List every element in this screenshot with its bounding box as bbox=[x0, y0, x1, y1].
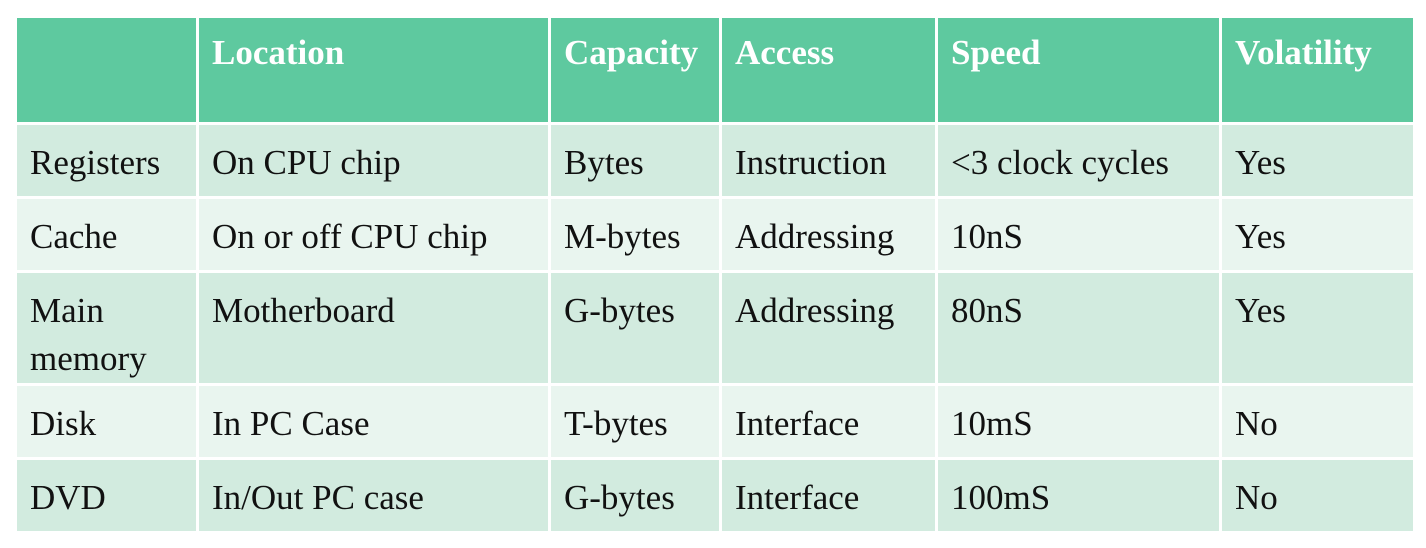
access-cell: Interface bbox=[719, 383, 938, 460]
access-cell: Interface bbox=[719, 457, 938, 534]
table-row: Registers On CPU chip Bytes Instruction … bbox=[14, 122, 1416, 199]
capacity-cell: G-bytes bbox=[548, 457, 722, 534]
speed-cell: <3 clock cycles bbox=[935, 122, 1222, 199]
header-cell-access: Access bbox=[719, 15, 938, 125]
capacity-cell: Bytes bbox=[548, 122, 722, 199]
header-cell-speed: Speed bbox=[935, 15, 1222, 125]
location-cell: In/Out PC case bbox=[196, 457, 551, 534]
volatility-cell: No bbox=[1219, 383, 1416, 460]
speed-cell: 10mS bbox=[935, 383, 1222, 460]
volatility-cell: No bbox=[1219, 457, 1416, 534]
memory-hierarchy-table: Location Capacity Access Speed Volatilit… bbox=[14, 15, 1416, 534]
header-cell-capacity: Capacity bbox=[548, 15, 722, 125]
table-row: Disk In PC Case T-bytes Interface 10mS N… bbox=[14, 383, 1416, 460]
header-cell-location: Location bbox=[196, 15, 551, 125]
table-row: Main memory Motherboard G-bytes Addressi… bbox=[14, 270, 1416, 386]
capacity-cell: M-bytes bbox=[548, 196, 722, 273]
capacity-cell: G-bytes bbox=[548, 270, 722, 386]
row-label: Registers bbox=[14, 122, 199, 199]
header-row: Location Capacity Access Speed Volatilit… bbox=[14, 15, 1416, 125]
speed-cell: 100mS bbox=[935, 457, 1222, 534]
access-cell: Addressing bbox=[719, 270, 938, 386]
row-label: DVD bbox=[14, 457, 199, 534]
volatility-cell: Yes bbox=[1219, 270, 1416, 386]
table-row: DVD In/Out PC case G-bytes Interface 100… bbox=[14, 457, 1416, 534]
location-cell: In PC Case bbox=[196, 383, 551, 460]
speed-cell: 10nS bbox=[935, 196, 1222, 273]
speed-cell: 80nS bbox=[935, 270, 1222, 386]
table-row: Cache On or off CPU chip M-bytes Address… bbox=[14, 196, 1416, 273]
capacity-cell: T-bytes bbox=[548, 383, 722, 460]
volatility-cell: Yes bbox=[1219, 122, 1416, 199]
header-cell-empty bbox=[14, 15, 199, 125]
row-label: Cache bbox=[14, 196, 199, 273]
volatility-cell: Yes bbox=[1219, 196, 1416, 273]
location-cell: On CPU chip bbox=[196, 122, 551, 199]
location-cell: Motherboard bbox=[196, 270, 551, 386]
access-cell: Addressing bbox=[719, 196, 938, 273]
header-cell-volatility: Volatility bbox=[1219, 15, 1416, 125]
location-cell: On or off CPU chip bbox=[196, 196, 551, 273]
access-cell: Instruction bbox=[719, 122, 938, 199]
row-label: Disk bbox=[14, 383, 199, 460]
row-label: Main memory bbox=[14, 270, 199, 386]
